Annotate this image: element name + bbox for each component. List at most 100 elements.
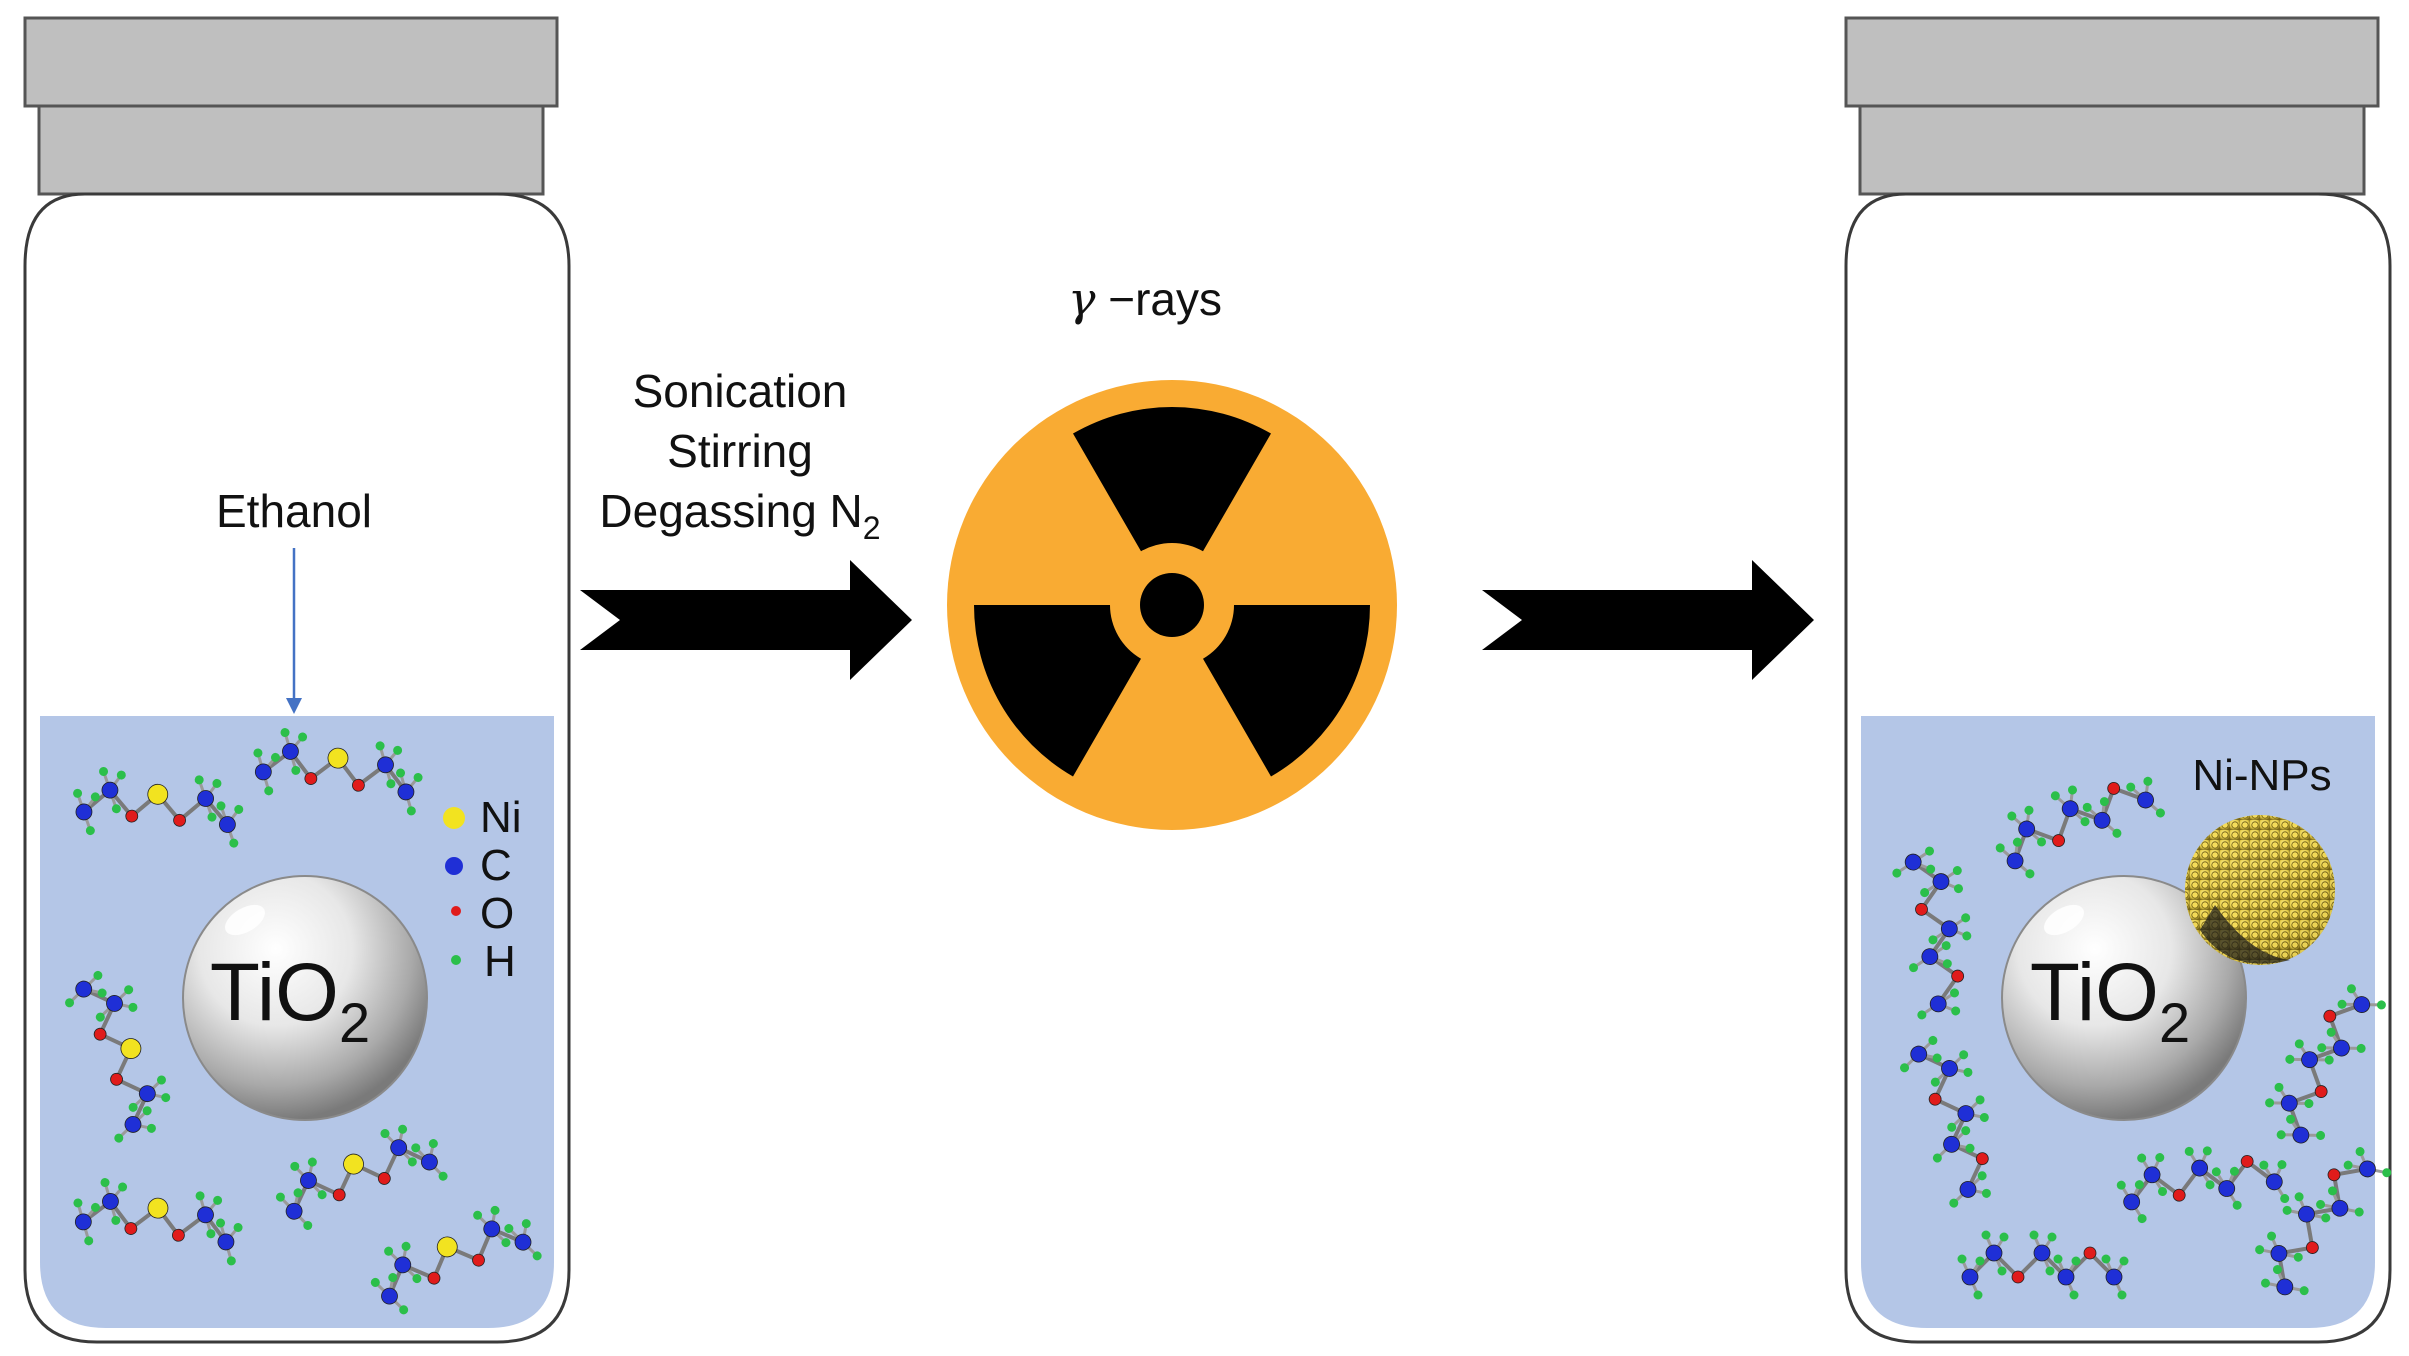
molecule bbox=[275, 1124, 448, 1230]
right-vial-cap-top bbox=[1844, 16, 2380, 108]
hydrogen-atom bbox=[2276, 1130, 2286, 1140]
hydrogen-atom bbox=[1920, 888, 1930, 898]
c-atom bbox=[74, 1213, 92, 1231]
c-atom bbox=[219, 816, 236, 833]
hydrogen-atom bbox=[2012, 837, 2022, 847]
hydrogen-atom bbox=[1925, 846, 1935, 856]
hydrogen-atom bbox=[195, 1191, 205, 1201]
hydrogen-atom bbox=[2277, 1160, 2287, 1170]
c-atom bbox=[381, 1287, 398, 1305]
hydrogen-atom bbox=[1979, 1112, 1989, 1122]
o-atom bbox=[332, 1188, 346, 1202]
step-sonication: Sonication bbox=[633, 365, 848, 417]
hydrogen-atom bbox=[1947, 1122, 1957, 1132]
hydrogen-atom bbox=[2119, 1256, 2129, 1266]
left-precursor-molecules bbox=[65, 728, 542, 1315]
hydrogen-atom bbox=[532, 1251, 542, 1261]
hydrogen-atom bbox=[1942, 959, 1952, 969]
process-steps-label: Sonication Stirring Degassing N2 bbox=[599, 365, 880, 546]
o-atom bbox=[2327, 1168, 2341, 1182]
c-atom bbox=[101, 781, 119, 799]
c-atom bbox=[2280, 1094, 2298, 1112]
hydrogen-atom bbox=[2155, 808, 2165, 818]
c-atom bbox=[124, 1116, 142, 1133]
o-atom bbox=[93, 1027, 107, 1041]
hydrogen-atom bbox=[280, 728, 290, 738]
hydrogen-atom bbox=[1900, 1063, 1910, 1073]
hydrogen-atom bbox=[2355, 1147, 2365, 1157]
c-atom bbox=[2123, 1193, 2141, 1211]
c-atom bbox=[2270, 1245, 2288, 1262]
nickel-nanoparticle bbox=[2185, 815, 2335, 965]
c-atom bbox=[106, 995, 123, 1012]
hydrogen-atom bbox=[270, 752, 280, 762]
hydrogen-atom bbox=[501, 1238, 511, 1248]
c-atom bbox=[102, 1193, 119, 1210]
o-atom bbox=[377, 1172, 391, 1185]
hydrogen-atom bbox=[2354, 1207, 2364, 1217]
hydrogen-atom bbox=[1949, 1198, 1959, 1208]
hydrogen-atom bbox=[2356, 1043, 2366, 1053]
hydrogen-atom bbox=[2326, 1027, 2336, 1037]
hydrogen-atom bbox=[2274, 1082, 2284, 1092]
left-vial bbox=[23, 16, 571, 1344]
left-vial-cap-top bbox=[23, 16, 559, 108]
hydrogen-atom bbox=[2321, 1213, 2331, 1223]
hydrogen-atom bbox=[2294, 1192, 2304, 1202]
hydrogen-atom bbox=[2082, 802, 2092, 812]
hydrogen-atom bbox=[2155, 1153, 2165, 1163]
c-atom bbox=[514, 1233, 532, 1251]
c-atom bbox=[1957, 1105, 1975, 1122]
hydrogen-atom bbox=[207, 812, 217, 822]
c-atom bbox=[2218, 1180, 2236, 1197]
hydrogen-atom bbox=[2272, 1265, 2282, 1275]
legend-o-atom-icon bbox=[451, 906, 461, 916]
hydrogen-atom bbox=[111, 804, 121, 814]
hydrogen-atom bbox=[303, 1220, 313, 1230]
c-atom bbox=[2331, 1199, 2349, 1217]
c-atom bbox=[2191, 1159, 2209, 1177]
hydrogen-atom bbox=[2343, 1160, 2353, 1170]
legend-c-atom-icon bbox=[445, 857, 463, 875]
hydrogen-atom bbox=[2232, 1200, 2242, 1210]
molecule bbox=[1957, 1230, 2129, 1300]
hydrogen-atom bbox=[2047, 1232, 2057, 1242]
hydrogen-atom bbox=[128, 1002, 138, 1012]
o-atom bbox=[304, 772, 318, 785]
molecule bbox=[65, 970, 171, 1143]
c-atom bbox=[282, 743, 299, 760]
hydrogen-atom bbox=[1917, 1010, 1927, 1020]
hydrogen-atom bbox=[290, 1161, 300, 1171]
c-atom bbox=[2093, 811, 2111, 829]
chevron-arrow-icon bbox=[580, 560, 912, 680]
hydrogen-atom bbox=[2346, 984, 2356, 994]
hydrogen-atom bbox=[1928, 1035, 1938, 1045]
molecule bbox=[2265, 984, 2386, 1144]
hydrogen-atom bbox=[142, 1106, 152, 1116]
c-atom bbox=[1959, 1181, 1977, 1198]
hydrogen-atom bbox=[93, 970, 103, 980]
c-atom bbox=[75, 980, 93, 998]
hydrogen-atom bbox=[2267, 1231, 2277, 1241]
hydrogen-atom bbox=[2007, 811, 2017, 821]
hydrogen-atom bbox=[2282, 1205, 2292, 1215]
hydrogen-atom bbox=[428, 1139, 438, 1149]
hydrogen-atom bbox=[317, 1190, 327, 1200]
right-vial-cap-bottom bbox=[1858, 104, 2366, 196]
hydrogen-atom bbox=[146, 1123, 156, 1133]
hydrogen-atom bbox=[100, 1178, 110, 1188]
hydrogen-atom bbox=[114, 1133, 124, 1143]
hydrogen-atom bbox=[1975, 1256, 1985, 1266]
hydrogen-atom bbox=[213, 1195, 223, 1205]
left-tio2-sphere: TiO2 bbox=[182, 875, 428, 1121]
hydrogen-atom bbox=[226, 1256, 236, 1266]
hydrogen-atom bbox=[2067, 785, 2077, 795]
hydrogen-atom bbox=[1892, 868, 1902, 878]
hydrogen-atom bbox=[2126, 782, 2136, 792]
o-atom bbox=[110, 1072, 123, 1086]
ethanol-pointer-arrow bbox=[286, 548, 302, 714]
hydrogen-atom bbox=[90, 792, 100, 802]
c-atom bbox=[377, 756, 394, 774]
hydrogen-atom bbox=[1981, 1188, 1991, 1198]
molecule bbox=[2255, 1147, 2392, 1296]
